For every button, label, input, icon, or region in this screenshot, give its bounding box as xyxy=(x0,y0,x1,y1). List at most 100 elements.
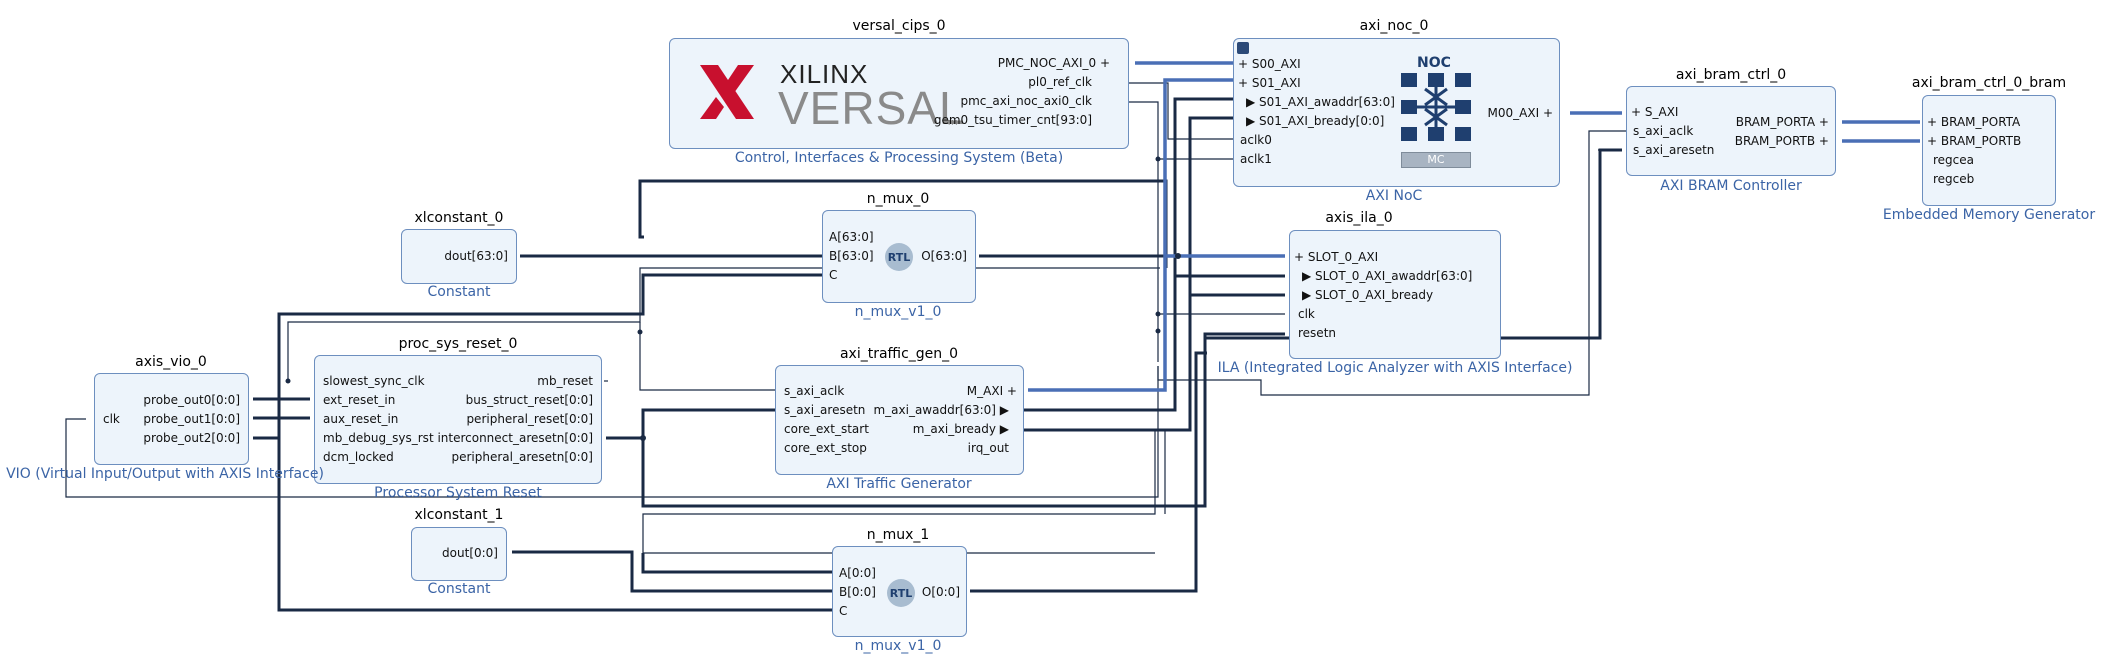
port-core-ext-start[interactable]: core_ext_start xyxy=(784,422,869,436)
port-bus-struct-reset[interactable]: bus_struct_reset[0:0] xyxy=(465,393,593,407)
port-s01-axi[interactable]: + S01_AXI xyxy=(1238,76,1301,90)
port-bram-porta-out[interactable]: BRAM_PORTA + xyxy=(1735,115,1829,129)
noc-instance-label: axi_noc_0 xyxy=(1359,18,1429,34)
tg-instance-label: axi_traffic_gen_0 xyxy=(839,346,959,362)
port-mux1-c[interactable]: C xyxy=(839,604,848,618)
port-pmc-axi-noc-axi0-clk[interactable]: pmc_axi_noc_axi0_clk xyxy=(960,94,1092,108)
vio-instance-label: axis_vio_0 xyxy=(135,354,207,370)
port-tg-irq-out[interactable]: irq_out xyxy=(967,441,1009,455)
port-bram-porta-in[interactable]: + BRAM_PORTA xyxy=(1927,115,2021,129)
port-peripheral-reset[interactable]: peripheral_reset[0:0] xyxy=(466,412,593,426)
const1-block[interactable]: dout[0:0] xyxy=(411,527,507,581)
port-slowest-sync-clk[interactable]: slowest_sync_clk xyxy=(323,374,425,388)
port-mux0-o[interactable]: O[63:0] xyxy=(921,249,967,263)
port-m00-axi[interactable]: M00_AXI + xyxy=(1487,106,1553,120)
port-regceb[interactable]: regceb xyxy=(1933,172,1975,186)
bram-ctrl-block[interactable]: + S_AXI s_axi_aclk s_axi_aresetn BRAM_PO… xyxy=(1626,86,1836,176)
port-tg-m-axi-bready[interactable]: m_axi_bready ▶ xyxy=(912,422,1009,436)
tg-subtitle: AXI Traffic Generator xyxy=(826,476,972,492)
port-const0-dout[interactable]: dout[63:0] xyxy=(444,249,508,263)
port-mb-debug-sys-rst[interactable]: mb_debug_sys_rst xyxy=(323,431,434,445)
port-vio-clk[interactable]: clk xyxy=(103,412,120,426)
logo-xilinx-text: XILINX xyxy=(780,59,869,89)
wire-const1-to-mux1 xyxy=(512,550,834,593)
port-probe-out2[interactable]: probe_out2[0:0] xyxy=(143,431,240,445)
const1-subtitle: Constant xyxy=(427,581,491,597)
const0-subtitle: Constant xyxy=(427,284,491,300)
port-ext-reset-in[interactable]: ext_reset_in xyxy=(323,393,396,407)
port-pl0-ref-clk[interactable]: pl0_ref_clk xyxy=(1028,75,1092,89)
mux1-block[interactable]: A[0:0] B[0:0] C RTL O[0:0] xyxy=(832,546,967,637)
vio-subtitle: VIO (Virtual Input/Output with AXIS Inte… xyxy=(6,466,324,482)
const1-instance-label: xlconstant_1 xyxy=(414,507,504,523)
port-dcm-locked[interactable]: dcm_locked xyxy=(323,450,394,464)
noc-switch-icon xyxy=(1401,73,1471,141)
port-mb-reset[interactable]: mb_reset xyxy=(537,374,593,388)
noc-subtitle: AXI NoC xyxy=(1365,188,1423,204)
wire-psr-aresetn xyxy=(606,408,775,440)
port-tg-m-axi[interactable]: M_AXI + xyxy=(966,384,1017,398)
port-slot0-axi-awaddr[interactable]: ▶ SLOT_0_AXI_awaddr[63:0] xyxy=(1302,269,1473,283)
port-peripheral-aresetn[interactable]: peripheral_aresetn[0:0] xyxy=(451,450,593,464)
port-mux0-a[interactable]: A[63:0] xyxy=(829,230,874,244)
mux1-subtitle: n_mux_v1_0 xyxy=(854,638,942,654)
port-mux1-a[interactable]: A[0:0] xyxy=(839,566,876,580)
port-mux0-c[interactable]: C xyxy=(829,268,838,282)
port-s01-axi-bready[interactable]: ▶ S01_AXI_bready[0:0] xyxy=(1246,114,1385,128)
port-tg-s-axi-aclk[interactable]: s_axi_aclk xyxy=(784,384,845,398)
wire-tg-bready-loop xyxy=(1045,429,1166,514)
noc-block[interactable]: + S00_AXI + S01_AXI ▶ S01_AXI_awaddr[63:… xyxy=(1233,38,1560,187)
port-slot0-axi-bready[interactable]: ▶ SLOT_0_AXI_bready xyxy=(1302,288,1434,302)
port-core-ext-stop[interactable]: core_ext_stop xyxy=(784,441,867,455)
port-mux1-b[interactable]: B[0:0] xyxy=(839,585,876,599)
psr-instance-label: proc_sys_reset_0 xyxy=(398,336,518,352)
port-aclk1[interactable]: aclk1 xyxy=(1240,152,1272,166)
port-slot0-axi[interactable]: + SLOT_0_AXI xyxy=(1294,250,1379,264)
port-s-axi-aclk[interactable]: s_axi_aclk xyxy=(1633,124,1694,138)
port-const1-dout[interactable]: dout[0:0] xyxy=(442,546,498,560)
port-mux0-b[interactable]: B[63:0] xyxy=(829,249,874,263)
port-bram-portb-out[interactable]: BRAM_PORTB + xyxy=(1734,134,1829,148)
ila-instance-label: axis_ila_0 xyxy=(1325,210,1393,226)
mux0-subtitle: n_mux_v1_0 xyxy=(854,304,942,320)
port-aux-reset-in[interactable]: aux_reset_in xyxy=(323,412,399,426)
const0-instance-label: xlconstant_0 xyxy=(414,210,504,226)
port-tg-m-axi-awaddr[interactable]: m_axi_awaddr[63:0] ▶ xyxy=(873,403,1009,417)
psr-subtitle: Processor System Reset xyxy=(374,485,542,501)
bram-ctrl-subtitle: AXI BRAM Controller xyxy=(1660,178,1802,194)
port-regcea[interactable]: regcea xyxy=(1933,153,1975,167)
port-aclk0[interactable]: aclk0 xyxy=(1240,133,1272,147)
port-s00-axi[interactable]: + S00_AXI xyxy=(1238,57,1301,71)
cips-block[interactable]: XILINX VERSAL TM PMC_NOC_AXI_0 + pl0_ref… xyxy=(669,38,1129,149)
port-tg-s-axi-aresetn[interactable]: s_axi_aresetn xyxy=(784,403,866,417)
port-probe-out1[interactable]: probe_out1[0:0] xyxy=(143,412,240,426)
tg-block[interactable]: s_axi_aclk s_axi_aresetn core_ext_start … xyxy=(775,365,1024,475)
port-mux1-o[interactable]: O[0:0] xyxy=(921,585,960,599)
cips-instance-label: versal_cips_0 xyxy=(852,18,946,34)
noc-mc-block: MC xyxy=(1401,152,1471,168)
mux0-instance-label: n_mux_0 xyxy=(866,191,930,207)
port-s-axi[interactable]: + S_AXI xyxy=(1631,105,1679,119)
trademark-mark: TM xyxy=(947,119,958,127)
port-ila-clk[interactable]: clk xyxy=(1298,307,1315,321)
bram-ctrl-instance-label: axi_bram_ctrl_0 xyxy=(1675,67,1787,83)
vio-block[interactable]: clk probe_out0[0:0] probe_out1[0:0] prob… xyxy=(94,373,249,465)
bram-block[interactable]: + BRAM_PORTA + BRAM_PORTB regcea regceb xyxy=(1922,95,2056,206)
port-bram-portb-in[interactable]: + BRAM_PORTB xyxy=(1927,134,2022,148)
ila-block[interactable]: + SLOT_0_AXI ▶ SLOT_0_AXI_awaddr[63:0] ▶… xyxy=(1289,230,1501,359)
noc-config-icon[interactable] xyxy=(1237,42,1249,54)
const0-block[interactable]: dout[63:0] xyxy=(401,229,517,284)
port-s-axi-aresetn[interactable]: s_axi_aresetn xyxy=(1633,143,1715,157)
port-pmc-noc-axi-0[interactable]: PMC_NOC_AXI_0 + xyxy=(997,56,1110,70)
port-interconnect-aresetn[interactable]: interconnect_aresetn[0:0] xyxy=(437,431,593,445)
logo-versal-text: VERSAL xyxy=(778,82,966,134)
psr-block[interactable]: slowest_sync_clk ext_reset_in aux_reset_… xyxy=(314,355,602,484)
bram-subtitle: Embedded Memory Generator xyxy=(1882,207,2096,223)
port-ila-resetn[interactable]: resetn xyxy=(1298,326,1336,340)
port-s01-axi-awaddr[interactable]: ▶ S01_AXI_awaddr[63:0] xyxy=(1246,95,1395,109)
port-probe-out0[interactable]: probe_out0[0:0] xyxy=(143,393,240,407)
rtl-badge: RTL xyxy=(885,243,913,271)
port-gem0-tsu-timer-cnt[interactable]: gem0_tsu_timer_cnt[93:0] xyxy=(933,113,1092,127)
mux0-block[interactable]: A[63:0] B[63:0] C RTL O[63:0] xyxy=(822,210,976,303)
